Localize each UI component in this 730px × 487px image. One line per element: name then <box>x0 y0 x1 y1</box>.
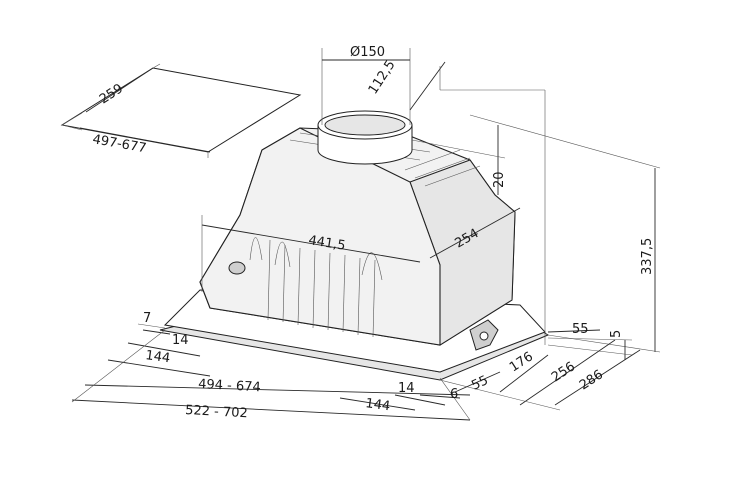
small-14-left-label: 14 <box>172 333 189 348</box>
dimension-lines-top <box>321 48 661 353</box>
left-144-label: 144 <box>144 348 171 366</box>
small-14-right-label: 14 <box>398 381 415 396</box>
depth-256-label: 256 <box>549 359 578 385</box>
depth-286-label: 286 <box>577 367 606 393</box>
side-55-label: 55 <box>469 373 490 394</box>
depth-176-label: 176 <box>507 349 536 375</box>
duct-offset-label: 112,5 <box>366 58 399 97</box>
hood-body <box>159 127 550 381</box>
dimension-lines-middle <box>201 207 521 292</box>
side-margin-top-label: 55 <box>572 322 589 337</box>
right-144-label: 144 <box>364 396 391 414</box>
flange-thickness-label: 5 <box>609 330 624 338</box>
small-6-label: 6 <box>450 387 458 402</box>
body-width-label: 441,5 <box>307 233 346 254</box>
dimension-lines-right <box>439 329 641 411</box>
duct-collar <box>317 110 413 165</box>
duct-diameter-label: Ø150 <box>350 45 385 60</box>
duct-height-label: 20 <box>492 171 507 188</box>
total-height-label: 337,5 <box>640 238 655 275</box>
width-adj-label: 494 - 674 <box>198 377 261 395</box>
cutout-template <box>60 63 302 158</box>
dimension-lines-bottom <box>71 323 471 421</box>
small-7-label: 7 <box>143 311 151 326</box>
width-total-label: 522 - 702 <box>185 403 248 421</box>
